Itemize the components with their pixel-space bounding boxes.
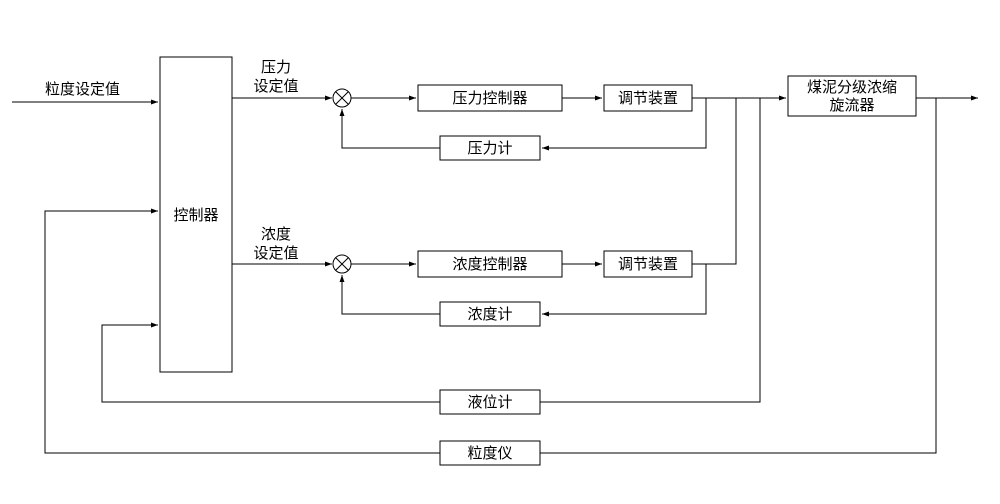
sum-junction-density: [332, 254, 352, 274]
level-feedback-line: [540, 98, 761, 403]
cyclone-label-1: 煤泥分级浓缩: [807, 78, 897, 96]
pressure-meter-label: 压力计: [467, 139, 512, 157]
granularity-meter-box: [439, 440, 541, 466]
adjust-device-box-1: [603, 84, 693, 112]
pressure-setpoint-label-1: 压力: [261, 58, 291, 76]
pressure-feedback-arrow: [339, 109, 440, 149]
sum-junction-pressure: [332, 88, 352, 108]
pressure-setpoint-label-2: 设定值: [253, 77, 298, 95]
cyclone-label-2: 旋流器: [829, 96, 874, 114]
level-feedback-arrow: [101, 322, 440, 403]
density-feedback-line: [542, 264, 707, 317]
density-meter-label: 浓度计: [467, 305, 512, 323]
density-controller-label: 浓度控制器: [452, 255, 527, 273]
level-meter-label: 液位计: [467, 393, 512, 411]
adjust-device-label-2: 调节装置: [618, 255, 678, 273]
adjust-device-label-1: 调节装置: [618, 89, 678, 107]
pressure-controller-box: [417, 84, 563, 112]
density-setpoint-label-1: 浓度: [261, 225, 291, 243]
density-feedback-arrow: [339, 275, 440, 315]
pressure-controller-label: 压力控制器: [452, 89, 527, 107]
granularity-meter-label: 粒度仪: [467, 444, 512, 462]
controller-box: [159, 56, 233, 373]
adjust-device-box-2: [603, 250, 693, 278]
pressure-meter-box: [439, 135, 541, 161]
density-adjust-to-cyclone-line: [692, 98, 737, 265]
granularity-feedback-line: [540, 98, 937, 454]
density-controller-box: [417, 250, 563, 278]
cyclone-box: [787, 75, 917, 117]
controller-label: 控制器: [173, 206, 218, 224]
density-setpoint-label-2: 设定值: [253, 244, 298, 262]
input-label: 粒度设定值: [45, 80, 120, 98]
pressure-feedback-line: [542, 98, 707, 151]
granularity-feedback-arrow: [44, 208, 440, 454]
